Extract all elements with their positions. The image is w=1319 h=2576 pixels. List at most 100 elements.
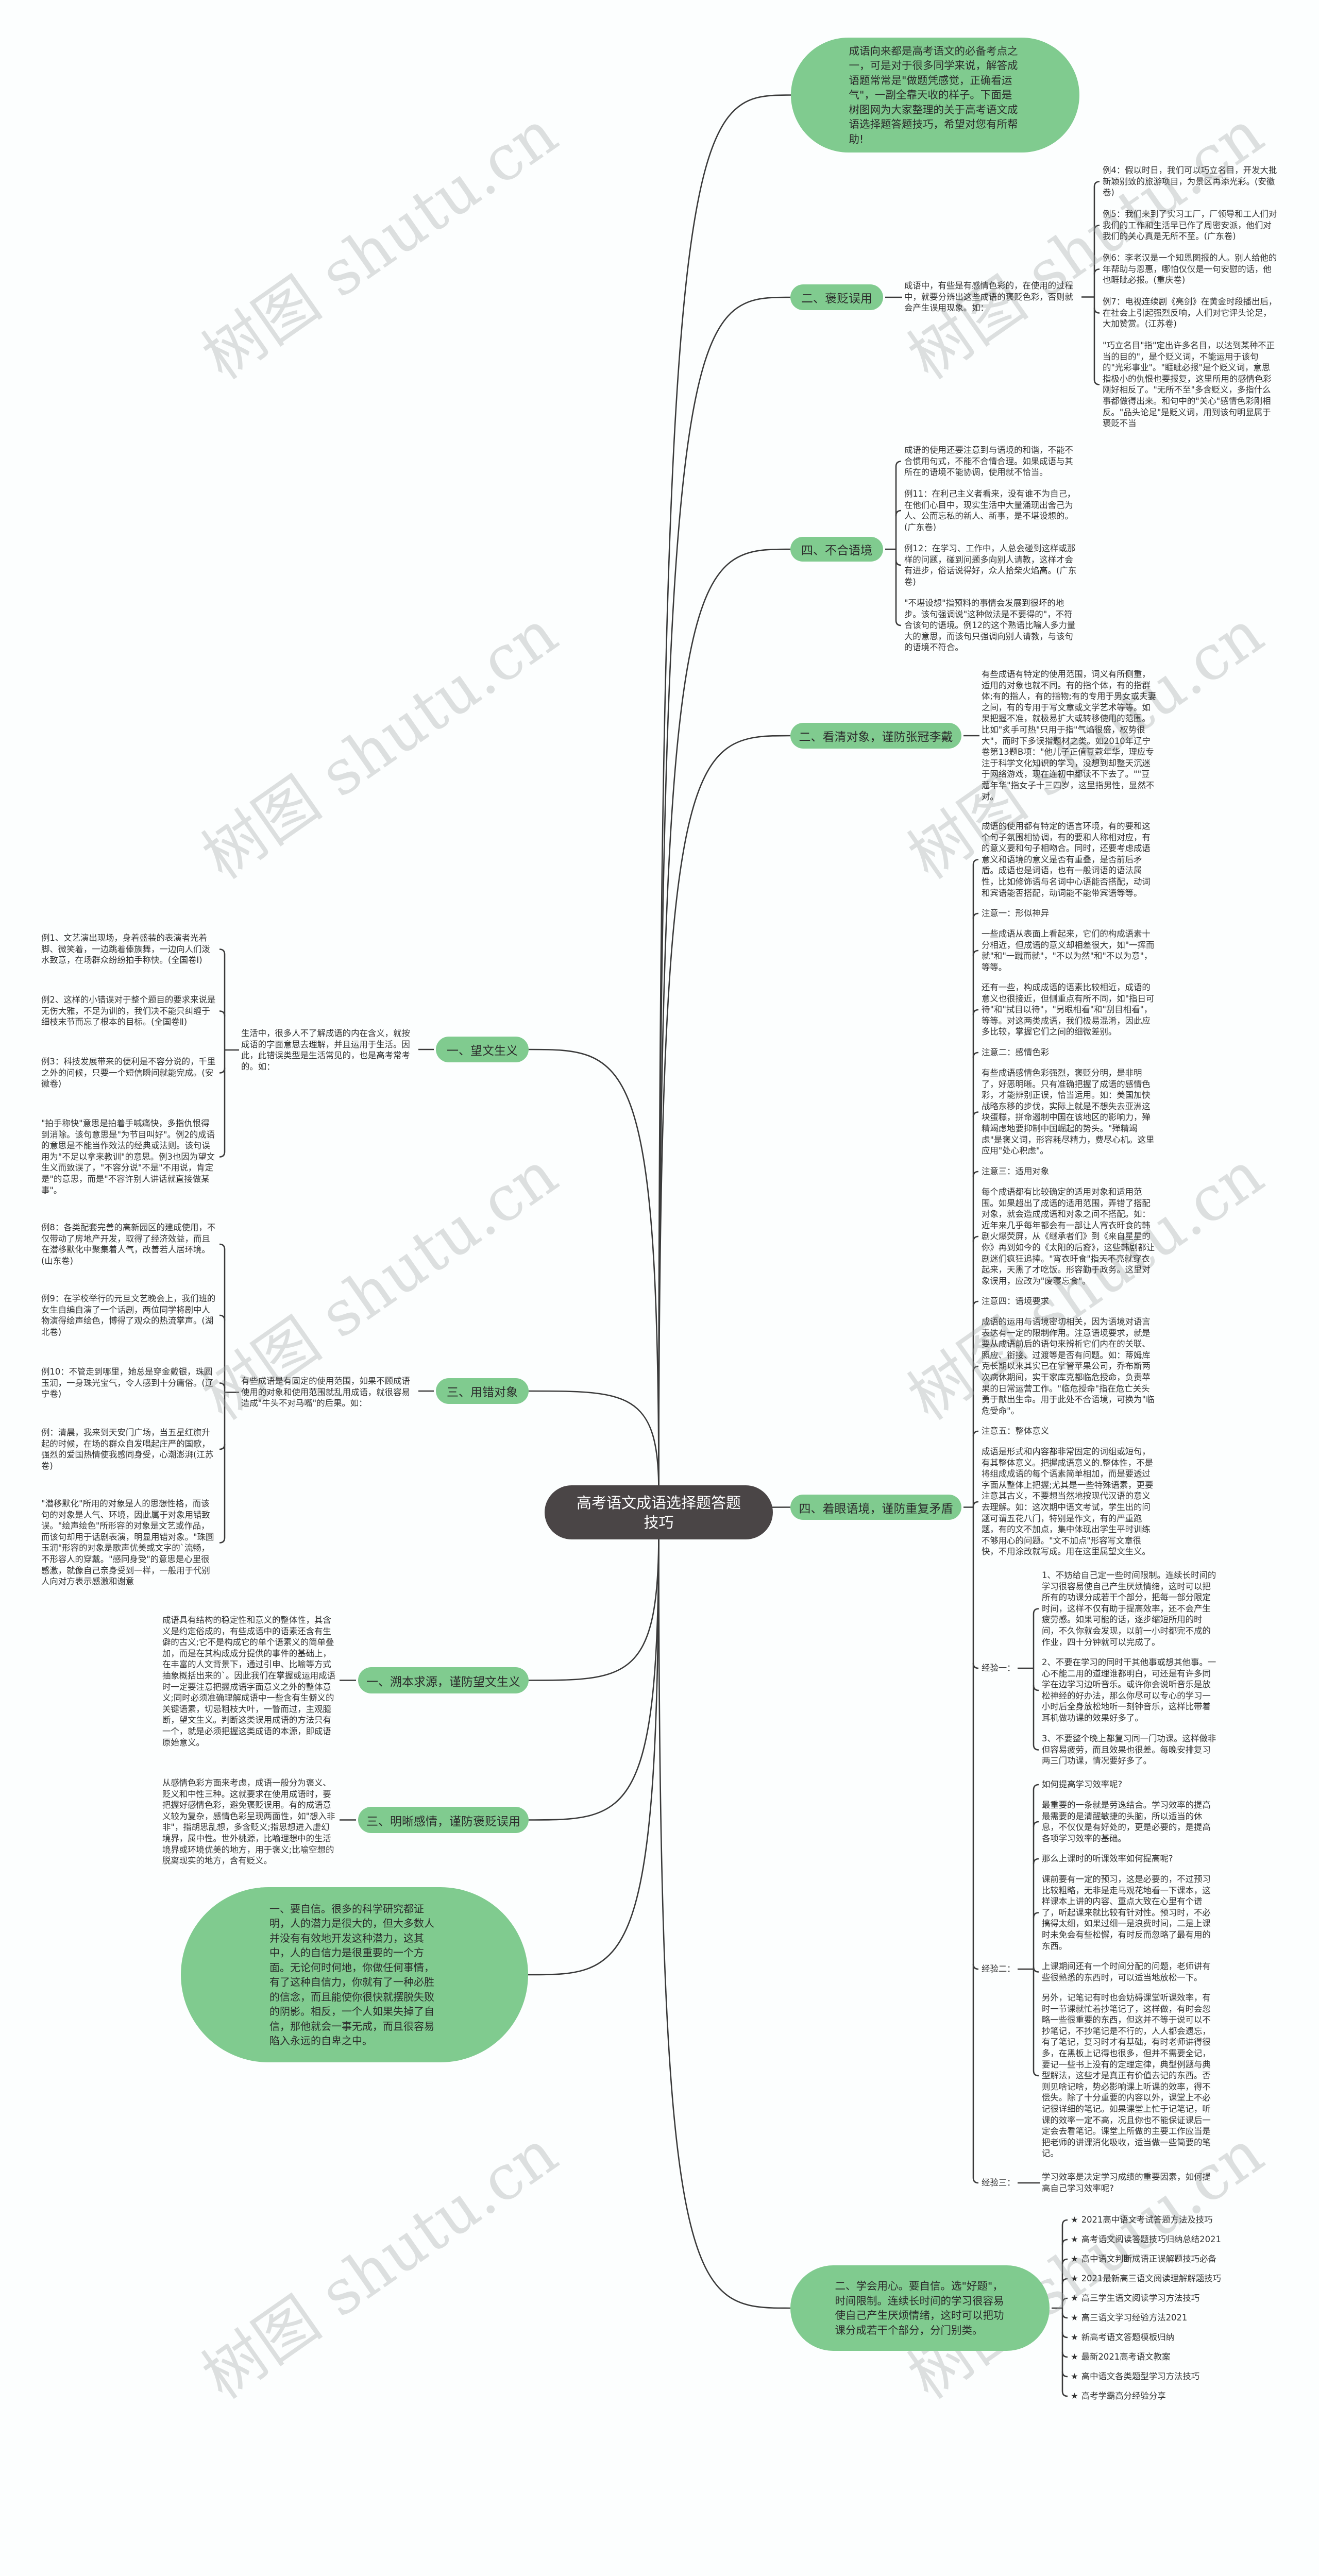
bracket-hook: [1061, 2278, 1068, 2284]
topic-kanqing[interactable]: 二、看清对象，谨防张冠李戴: [790, 723, 961, 749]
topic-label: 三、明晰感情，谨防褒贬误用: [366, 1815, 520, 1828]
mind-map-canvas: 树图 shutu.cn 树图 shutu.cn 树图 shutu.cn 树图 s…: [41, 38, 1277, 2413]
topic-description: 生活中，很多人不了解成语的内在含义，就按成语的字面意思去理解，并且运用于生活。因…: [241, 1028, 410, 1072]
bracket-hook: [219, 1444, 226, 1450]
list-item: "拍手称快"意思是拍着手喊痛快，多指仇恨得到消除。该句意思是"为节目叫好"。例2…: [41, 1118, 215, 1195]
experience-two-label[interactable]: 经验二：: [982, 1964, 1016, 1974]
related-link[interactable]: ★2021最新高三语文阅读理解解题技巧: [1071, 2273, 1221, 2284]
topic-baobian[interactable]: 二、褒贬误用: [790, 284, 883, 310]
topic-yongcuo[interactable]: 三、用错对象: [436, 1378, 529, 1404]
related-link[interactable]: ★高三学生语文阅读学习方法技巧: [1071, 2293, 1199, 2304]
related-link[interactable]: ★高三语文学习经验方法2021: [1071, 2312, 1187, 2324]
list-item: 例5：我们来到了实习工厂，厂领导和工人们对我们的工作和生活早已作了周密安派，他们…: [1103, 209, 1277, 242]
experience-three-label[interactable]: 经验三：: [982, 2178, 1016, 2188]
topic-buhe[interactable]: 四、不合语境: [790, 537, 883, 562]
list-item: 成语的使用还要注意到与语境的和谐，不能不合惯用句式，不能不合情合理。如果成语与其…: [904, 445, 1073, 478]
star-icon: ★: [1071, 2234, 1078, 2244]
bracket-hook: [972, 912, 979, 919]
bracket-hook: [1093, 379, 1100, 385]
intro-topic[interactable]: 成语向来都是高考语文的必备考点之一，可是对于很多同学来说，解答成语题常常是"做题…: [791, 38, 1079, 152]
branch-connector: [658, 1534, 791, 2309]
bracket-hook: [972, 1963, 979, 1970]
topic-description: 有些成语是有固定的使用范围，如果不顾成语使用的对象和使用范围就乱用成语，就很容易…: [241, 1376, 410, 1409]
list-item: 例10：不管走到哪里，她总是穿金戴银，珠圆玉润，一身珠光宝气，令人感到十分庸俗。…: [41, 1367, 214, 1399]
list-item: 有些成语感情色彩强烈，褒贬分明，是非明了，好恶明晰。只有准确把握了成语的感情色彩…: [982, 1068, 1155, 1156]
bracket-hook: [219, 1067, 226, 1074]
topic-xuehui[interactable]: 二、学会用心。要自信。选"好题"，时间限制。连续长时间的学习很容易使自己产生厌烦…: [790, 2265, 1050, 2351]
list-item: 课前要有一定的预习，这是必要的，不过预习比较粗略，无非是走马观花地看一下课本，这…: [1042, 1874, 1211, 1951]
bracket-hook: [1033, 1685, 1039, 1691]
link-label: 2021高中语文考试答题方法及技巧: [1081, 2215, 1213, 2225]
watermark: 树图 shutu.cn: [190, 97, 570, 394]
note-heading: 注意三：适用对象: [982, 1166, 1050, 1176]
star-icon: ★: [1071, 2371, 1078, 2381]
link-label: 高三语文学习经验方法2021: [1081, 2313, 1188, 2323]
topic-label: 一、望文生义: [447, 1044, 518, 1058]
root-topic-label: 高考语文成语选择题答题技巧: [576, 1494, 741, 1531]
related-link[interactable]: ★高中语文判断成语正误解题技巧必备: [1071, 2253, 1216, 2265]
related-link[interactable]: ★高中语文各类题型学习方法技巧: [1071, 2371, 1199, 2382]
related-link[interactable]: ★高考语文阅读答题技巧归纳总结2021: [1071, 2234, 1221, 2245]
list-item: 例2、这样的小错误对于整个题目的要求来说是无伤大雅，不足为训的，我们决不能只纠缠…: [41, 995, 216, 1027]
topic-zhuoyan[interactable]: 四、着眼语境，谨防重复矛盾: [790, 1495, 961, 1520]
list-item: 例9：在学校举行的元旦文艺晚会上，我们班的女生自编自演了一个话剧，两位同学将剧中…: [41, 1294, 216, 1337]
bracket-hook: [972, 1365, 979, 1372]
bracket-hook: [1093, 268, 1100, 275]
bracket-hook: [1033, 2070, 1039, 2077]
topic-zixin[interactable]: 一、要自信。很多的科学研究都证明，人的潜力是很大的，但大多数人并没有有效地开发这…: [181, 1887, 528, 2062]
watermark: 树图 shutu.cn: [190, 597, 570, 893]
bracket-hook: [972, 2177, 979, 2184]
list-item: 例：清晨，我来到天安门广场，当五星红旗升起的时候，在场的群众自发唱起庄严的国歌，…: [41, 1428, 214, 1471]
bracket-hook: [1033, 1744, 1039, 1751]
link-label: 高中语文各类题型学习方法技巧: [1081, 2371, 1200, 2381]
star-icon: ★: [1071, 2352, 1078, 2362]
experience-one-label[interactable]: 经验一：: [982, 1663, 1016, 1673]
bracket-hook: [1061, 2219, 1068, 2226]
related-link[interactable]: ★2021高中语文考试答题方法及技巧: [1071, 2214, 1213, 2226]
list-item: 例1、文艺演出现场，身着盛装的表演者光着脚、微笑着，一边跳着傣族舞，一边向人们泼…: [41, 933, 210, 965]
list-item: 例4：假以时日，我们可以巧立名目，开发大批新颖别致的旅游项目，为景区再添光彩。(…: [1103, 165, 1277, 198]
link-label: 2021最新高三语文阅读理解解题技巧: [1081, 2274, 1221, 2283]
list-item: 1、不妨给自己定一些时间限制。连续长时间的学习很容易使自己产生厌烦情绪，这时可以…: [1042, 1570, 1216, 1647]
link-label: 高考语文阅读答题技巧归纳总结2021: [1081, 2234, 1221, 2244]
bracket-hook: [1061, 2332, 1068, 2338]
branch-connector: [528, 1048, 660, 1491]
list-item: 成语的使用都有特定的语言环境，有的要和这个句子氛围相协调，有的要和人称相对应，有…: [982, 821, 1151, 898]
bracket-hook: [1061, 2258, 1068, 2265]
bracket-hook: [1061, 2391, 1068, 2397]
bracket-hook: [972, 1111, 979, 1117]
bracket-hook: [972, 1430, 979, 1437]
intro-text: 成语向来都是高考语文的必备考点之一，可是对于很多同学来说，解答成语题常常是"做题…: [849, 44, 1018, 145]
topic-mingxi[interactable]: 三、明晰感情，谨防褒贬误用: [358, 1807, 529, 1833]
related-link[interactable]: ★高考学霸高分经验分享: [1071, 2391, 1166, 2402]
list-item: 还有一些，构成成语的语素比较相近，成语的意义也很接近，但侧重点有所不同，如"指日…: [982, 982, 1155, 1037]
topic-description: 成语具有结构的稳定性和意义的整体性，其含义是约定俗成的，有些成语中的语素还含有生…: [162, 1615, 336, 1748]
topic-description: 成语中，有些是有感情色彩的，在使用的过程中，就要分辨出这些成语的褒贬色彩，否则就…: [904, 281, 1073, 313]
list-item: 最重要的一条就是劳逸结合。学习效率的提高最需要的是清醒敏捷的头脑，所以适当的休息…: [1042, 1800, 1211, 1843]
bracket-hook: [972, 1235, 979, 1242]
bracket-hook: [895, 560, 902, 566]
list-item: 例6：李老汉是一个知恩图报的人。别人给他的年帮助与恩惠，哪怕仅仅是一句安慰的话，…: [1103, 253, 1277, 285]
branch-connector: [528, 1534, 660, 1681]
note-heading: 注意五：整体意义: [982, 1426, 1050, 1436]
note-heading: 注意四：语境要求: [982, 1296, 1050, 1306]
related-link[interactable]: ★新高考语文答题模板归纳: [1071, 2332, 1174, 2343]
bracket-hook: [972, 1009, 979, 1015]
topic-description: 有些成语有特定的使用范围，词义有所侧重，适用的对象也就不同。有的指个体，有的指群…: [982, 669, 1156, 802]
list-item: 另外，记笔记有时也会妨碍课堂听课效率，有时一节课就忙着抄笔记了，这样做，有时会忽…: [1042, 1993, 1211, 2159]
list-item: 一些成语从表面上看起来，它们的构成语素十分相近，但成语的意义却相差很大，如"一挥…: [982, 929, 1155, 972]
bracket-hook: [1093, 181, 1100, 187]
bracket-hook: [219, 1382, 226, 1388]
topic-label: 二、褒贬误用: [801, 292, 872, 306]
related-link[interactable]: ★最新2021高考语文教案: [1071, 2351, 1171, 2363]
topic-suben[interactable]: 一、溯本求源，谨防望文生义: [358, 1667, 529, 1693]
topic-wangwen[interactable]: 一、望文生义: [436, 1037, 529, 1062]
list-item: 学习效率是决定学习成绩的重要因素，如何提高自己学习效率呢?: [1042, 2172, 1211, 2193]
star-icon: ★: [1071, 2391, 1078, 2401]
topic-label: 三、用错对象: [447, 1386, 518, 1399]
root-topic[interactable]: 高考语文成语选择题答题技巧: [545, 1485, 773, 1539]
list-item: "潜移默化"所用的对象是人的思想性格，而该句的对象是人气、环境，因此属于对象用错…: [41, 1499, 214, 1587]
list-item: "巧立名目"指"定出许多名目，以达到某种不正当的目的"，是个贬义词，不能运用于该…: [1103, 341, 1275, 429]
bracket-hook: [219, 1314, 226, 1321]
topic-label: 四、不合语境: [801, 544, 872, 557]
